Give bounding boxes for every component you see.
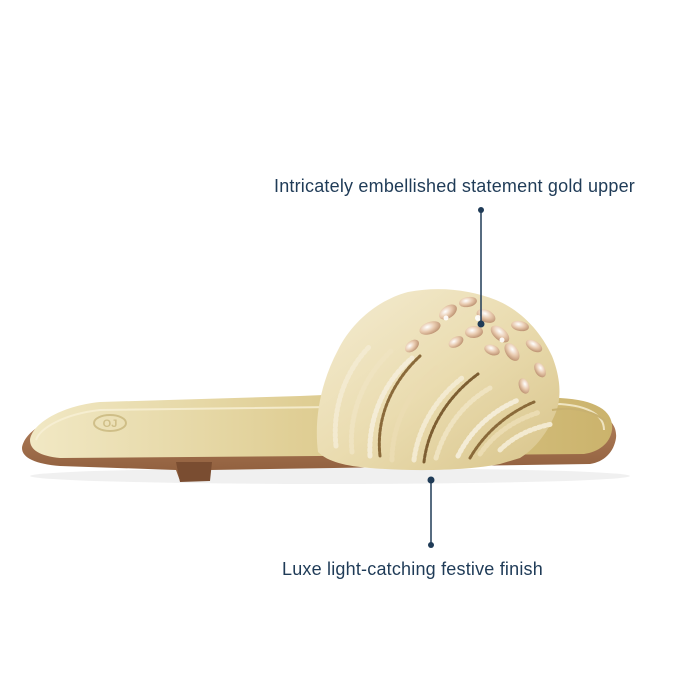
upper-leader: [477, 207, 485, 328]
toe-edge: [551, 407, 607, 423]
finish-leader: [427, 476, 435, 548]
bronze-bead-chains: [377, 354, 536, 464]
callout-finish-text: Luxe light-catching festive finish: [282, 559, 543, 579]
heel: [176, 462, 212, 482]
svg-text:OJ: OJ: [103, 418, 118, 430]
callout-upper-text: Intricately embellished statement gold u…: [274, 176, 635, 196]
crystal-cluster: [405, 296, 546, 394]
pearl-bead-rows: [332, 343, 555, 463]
insole-logo: OJ: [93, 414, 127, 432]
